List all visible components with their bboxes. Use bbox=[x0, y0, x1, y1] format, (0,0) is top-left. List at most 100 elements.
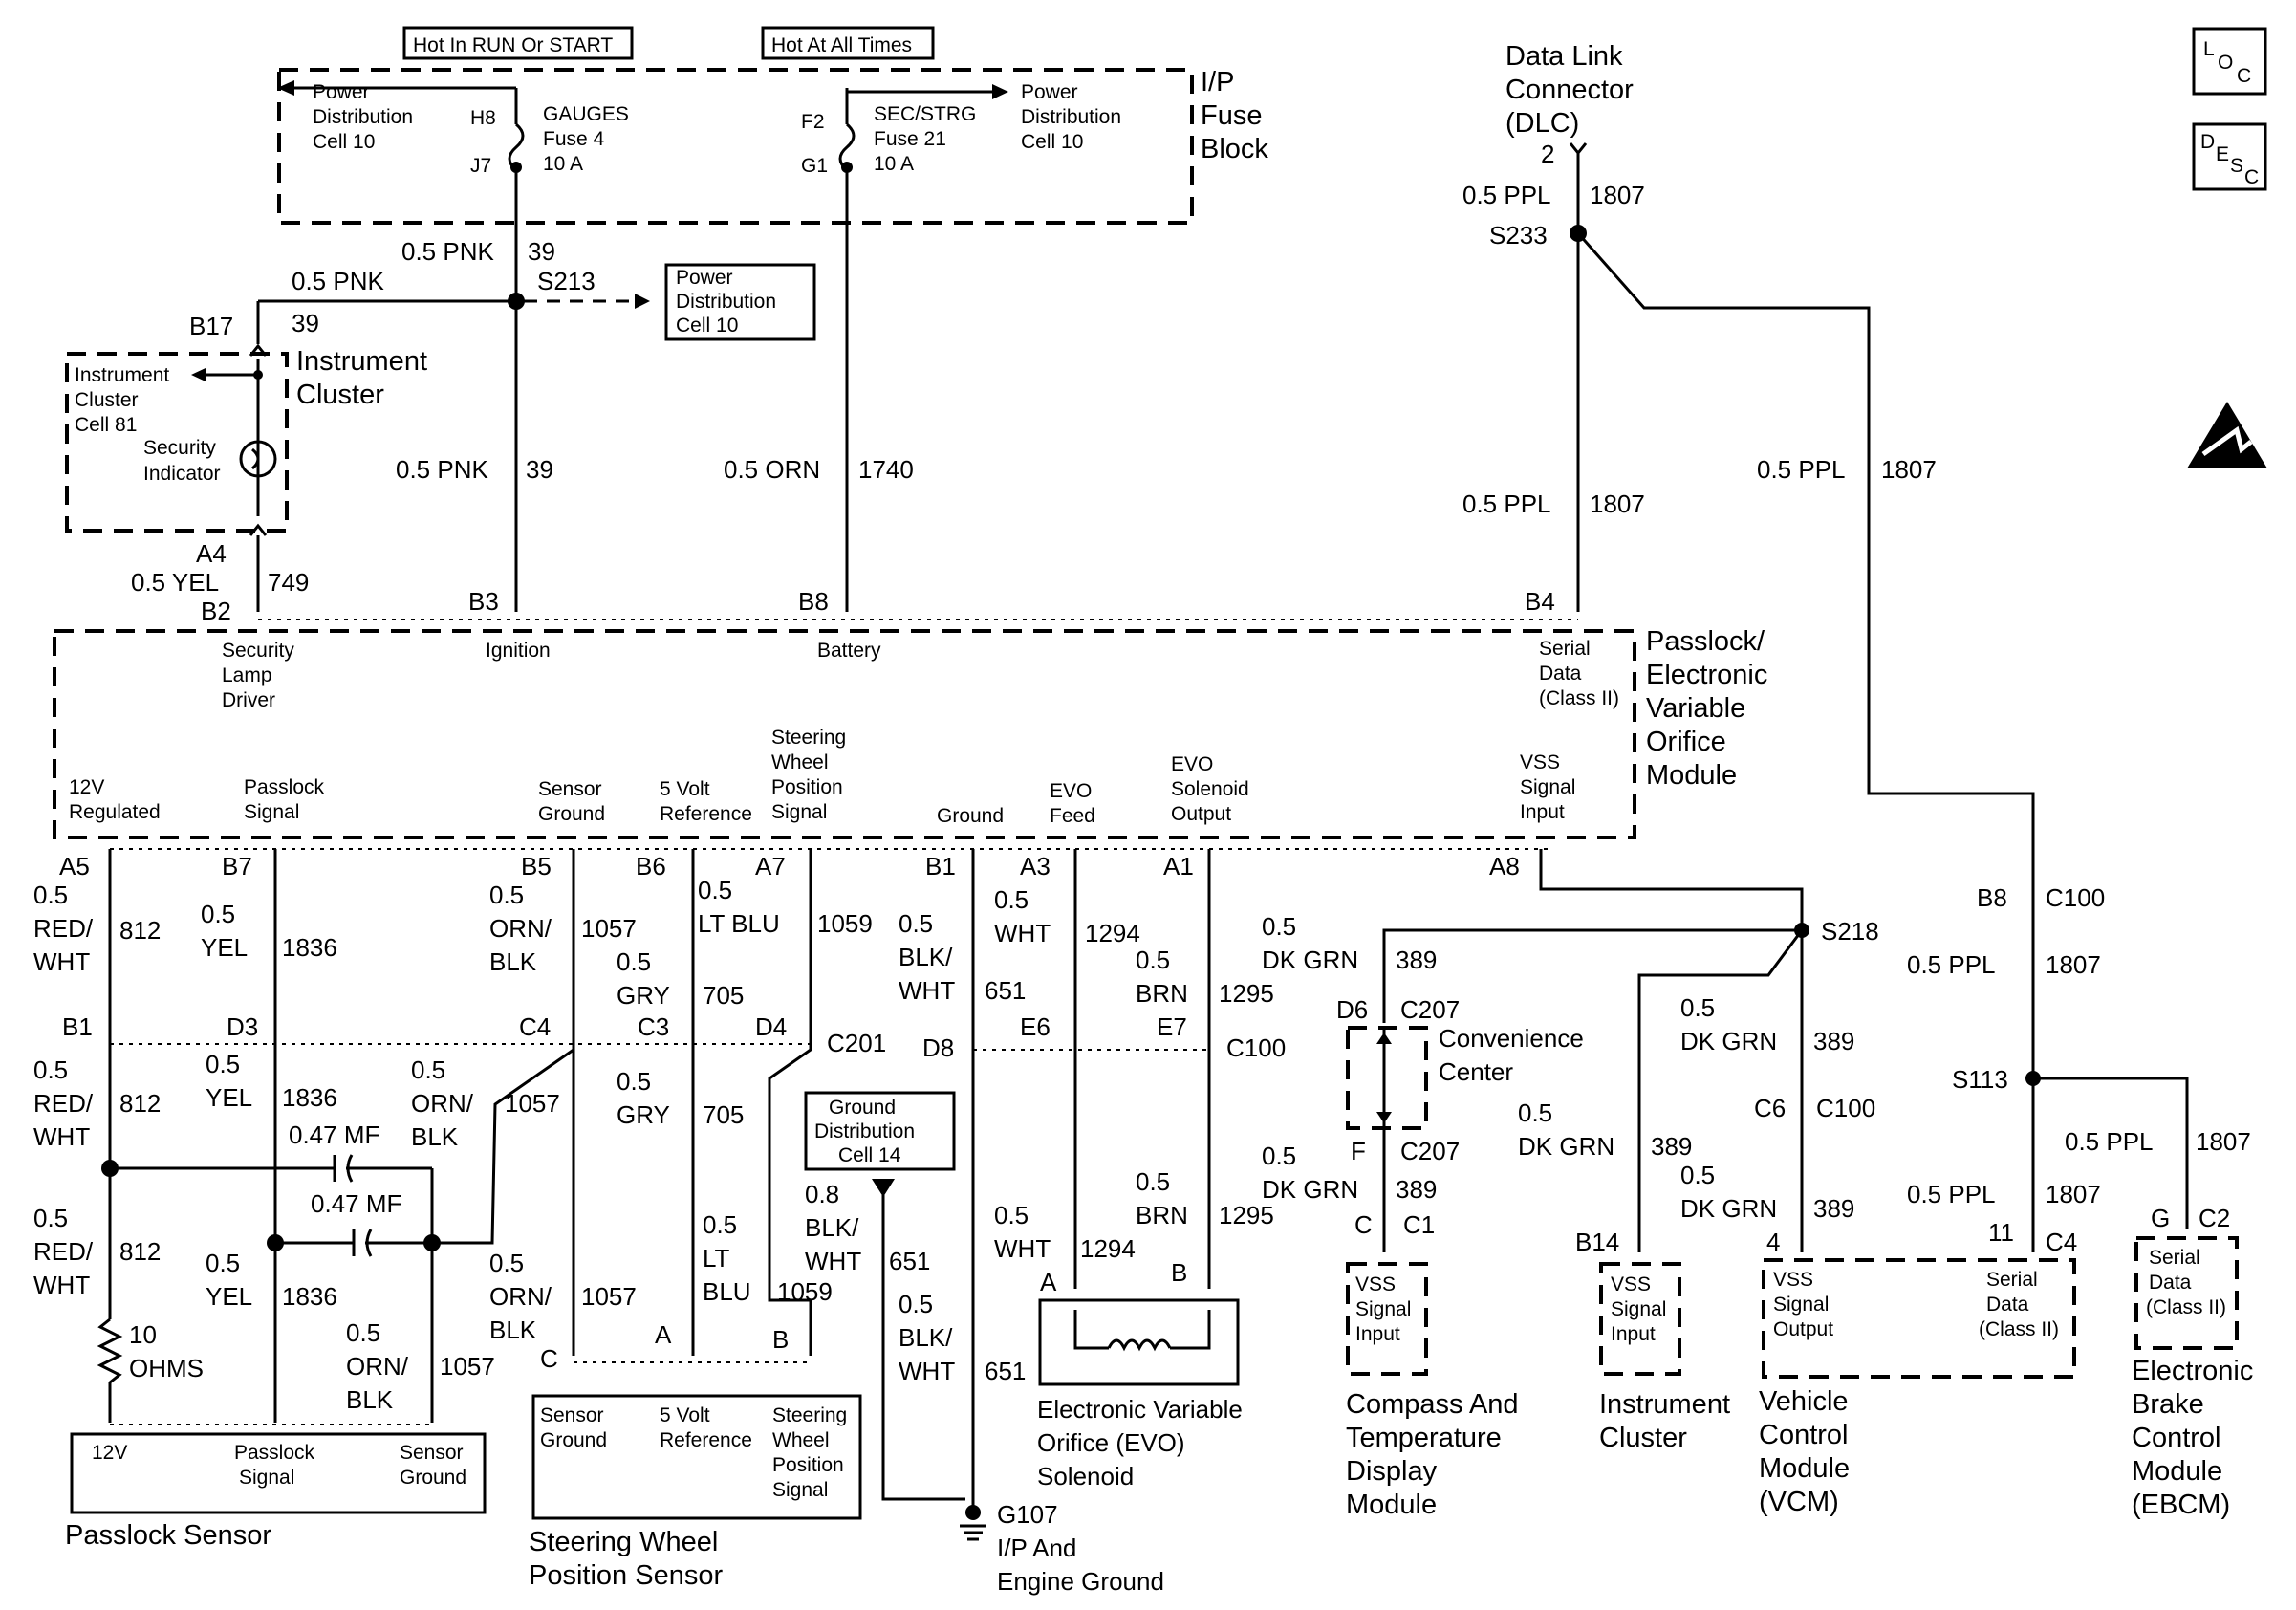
lbl-security-1: Security bbox=[222, 640, 294, 662]
w1057b-color2: BLK bbox=[489, 947, 537, 976]
c201-pin-c3: C3 bbox=[638, 1012, 669, 1041]
ground-ref-arrow-icon bbox=[872, 1179, 895, 1197]
svg-text:E: E bbox=[2216, 143, 2229, 165]
vcm-serial-3: (Class II) bbox=[1979, 1318, 2059, 1340]
conn-c1: C1 bbox=[1403, 1210, 1435, 1239]
lbl-evosol-3: Output bbox=[1171, 803, 1231, 825]
dlc-wire-color: 0.5 PPL bbox=[1462, 181, 1551, 209]
desc-icon[interactable] bbox=[2192, 122, 2267, 191]
lbl-evofeed-2: Feed bbox=[1050, 805, 1095, 827]
w1836a-color: YEL bbox=[201, 933, 248, 962]
ppl-lower-b-circuit: 1807 bbox=[2196, 1127, 2251, 1156]
pin-b1: B1 bbox=[925, 852, 956, 881]
c100-pin-d8: D8 bbox=[922, 1033, 954, 1062]
evo-name-1: Electronic Variable bbox=[1037, 1395, 1243, 1424]
w389a-circuit: 389 bbox=[1396, 946, 1437, 974]
security-indicator-1: Security bbox=[143, 437, 216, 459]
dlc-title-3: (DLC) bbox=[1505, 108, 1579, 139]
fuse-block-title-2: Fuse bbox=[1201, 100, 1262, 131]
convenience-2: Center bbox=[1439, 1057, 1513, 1086]
loc-icon-l: L bbox=[2203, 38, 2215, 60]
w651a-color2: WHT bbox=[899, 976, 955, 1005]
loc-icon[interactable] bbox=[2192, 27, 2267, 96]
vcm-outline bbox=[1762, 1258, 2076, 1379]
vcm-pin-4: 4 bbox=[1766, 1228, 1780, 1256]
w705b-circuit: 705 bbox=[703, 1100, 744, 1129]
module-title-4: Orifice bbox=[1646, 727, 1726, 757]
fuse4-name-3: 10 A bbox=[543, 153, 583, 175]
sws-name-2: Position Sensor bbox=[529, 1560, 723, 1591]
w389e-color: DK GRN bbox=[1680, 1194, 1777, 1223]
ppl-lower-a-color: 0.5 PPL bbox=[1907, 950, 1996, 979]
sws-name-1: Steering Wheel bbox=[529, 1527, 718, 1557]
resistor-icon bbox=[97, 1317, 123, 1384]
cap1-label: 0.47 MF bbox=[289, 1120, 379, 1149]
lbl-ground: Ground bbox=[937, 805, 1004, 827]
conn-c100b: C100 bbox=[1816, 1094, 1875, 1122]
s218-label: S218 bbox=[1821, 917, 1879, 946]
hot-run-box bbox=[402, 26, 634, 60]
lbl-serial-2: Data bbox=[1539, 663, 1582, 685]
w389e-circuit: 389 bbox=[1813, 1194, 1854, 1223]
wire-1807-ebcm bbox=[2033, 1077, 2189, 1229]
g107-node bbox=[965, 1505, 981, 1520]
fuse4-name-1: GAUGES bbox=[543, 103, 629, 125]
w1295b-gauge: 0.5 bbox=[1136, 1167, 1170, 1196]
w651a-circuit: 651 bbox=[985, 976, 1026, 1005]
evo-pin-a: A bbox=[1040, 1268, 1057, 1296]
w812c-color1: RED/ bbox=[33, 1237, 94, 1266]
conn-c2: C2 bbox=[2199, 1204, 2230, 1232]
evo-coil-icon bbox=[1107, 1338, 1172, 1352]
compass-name-2: Temperature bbox=[1346, 1423, 1502, 1453]
c201-label: C201 bbox=[827, 1029, 886, 1057]
w1057c-color2: BLK bbox=[346, 1385, 394, 1414]
evo-name-2: Orifice (EVO) bbox=[1037, 1428, 1185, 1457]
w1057b-circuit: 1057 bbox=[581, 914, 637, 943]
ps-pin-signal: Signal bbox=[239, 1467, 294, 1489]
conn-f: F bbox=[1351, 1137, 1366, 1165]
fuse4-symbol bbox=[508, 122, 525, 172]
w1295a-circuit: 1295 bbox=[1219, 979, 1274, 1008]
evo-pin-b: B bbox=[1171, 1258, 1187, 1287]
lbl-steer-3: Position bbox=[771, 776, 843, 798]
pnk-c-circuit: 39 bbox=[526, 455, 553, 484]
lbl-serial-1: Serial bbox=[1539, 638, 1591, 660]
w1294b-circuit: 1294 bbox=[1080, 1234, 1136, 1263]
conn-b14: B14 bbox=[1575, 1228, 1619, 1256]
ebcm-serial-3: (Class II) bbox=[2146, 1296, 2226, 1318]
module-title-1: Passlock/ bbox=[1646, 626, 1765, 657]
hot-run-label: Hot In RUN Or START bbox=[413, 34, 613, 56]
svg-text:C: C bbox=[2244, 166, 2259, 188]
lbl-passlock-2: Signal bbox=[244, 801, 299, 823]
w1057c-gauge: 0.5 bbox=[346, 1318, 380, 1347]
cluster-arrow-icon bbox=[191, 368, 206, 381]
w1294a-circuit: 1294 bbox=[1085, 919, 1140, 947]
w1295b-circuit: 1295 bbox=[1219, 1201, 1274, 1229]
lbl-battery: Battery bbox=[817, 640, 881, 662]
svg-text:D: D bbox=[2200, 131, 2215, 153]
w1057d-color1: ORN/ bbox=[489, 1282, 552, 1311]
w812a-gauge: 0.5 bbox=[33, 881, 68, 909]
w389d-circuit: 389 bbox=[1813, 1027, 1854, 1055]
hot-all-label: Hot At All Times bbox=[771, 34, 912, 56]
right-pd-ref-1: Power bbox=[1021, 81, 1078, 103]
cluster-vss-1: VSS bbox=[1611, 1273, 1651, 1295]
lbl-sensorgnd-1: Sensor bbox=[538, 778, 602, 800]
ground-ref-1: Ground bbox=[829, 1097, 896, 1119]
w705a-gauge: 0.5 bbox=[617, 947, 651, 976]
w812b-gauge: 0.5 bbox=[33, 1055, 68, 1084]
lbl-vss-3: Input bbox=[1520, 801, 1565, 823]
left-pd-ref-1: Power bbox=[313, 81, 370, 103]
convenience-center-outline bbox=[1346, 1026, 1428, 1130]
w1059a-circuit: 1059 bbox=[817, 909, 873, 938]
lbl-vss-2: Signal bbox=[1520, 776, 1575, 798]
lbl-5v-1: 5 Volt bbox=[660, 778, 710, 800]
module-title-5: Module bbox=[1646, 760, 1737, 791]
w651a-color1: BLK/ bbox=[899, 943, 953, 971]
w389d-color: DK GRN bbox=[1680, 1027, 1777, 1055]
lbl-vss-1: VSS bbox=[1520, 751, 1560, 773]
s113-label: S113 bbox=[1952, 1065, 2008, 1094]
security-indicator-2: Indicator bbox=[143, 463, 221, 485]
sws-pin-c: C bbox=[540, 1344, 558, 1373]
compass-name-1: Compass And bbox=[1346, 1389, 1519, 1420]
